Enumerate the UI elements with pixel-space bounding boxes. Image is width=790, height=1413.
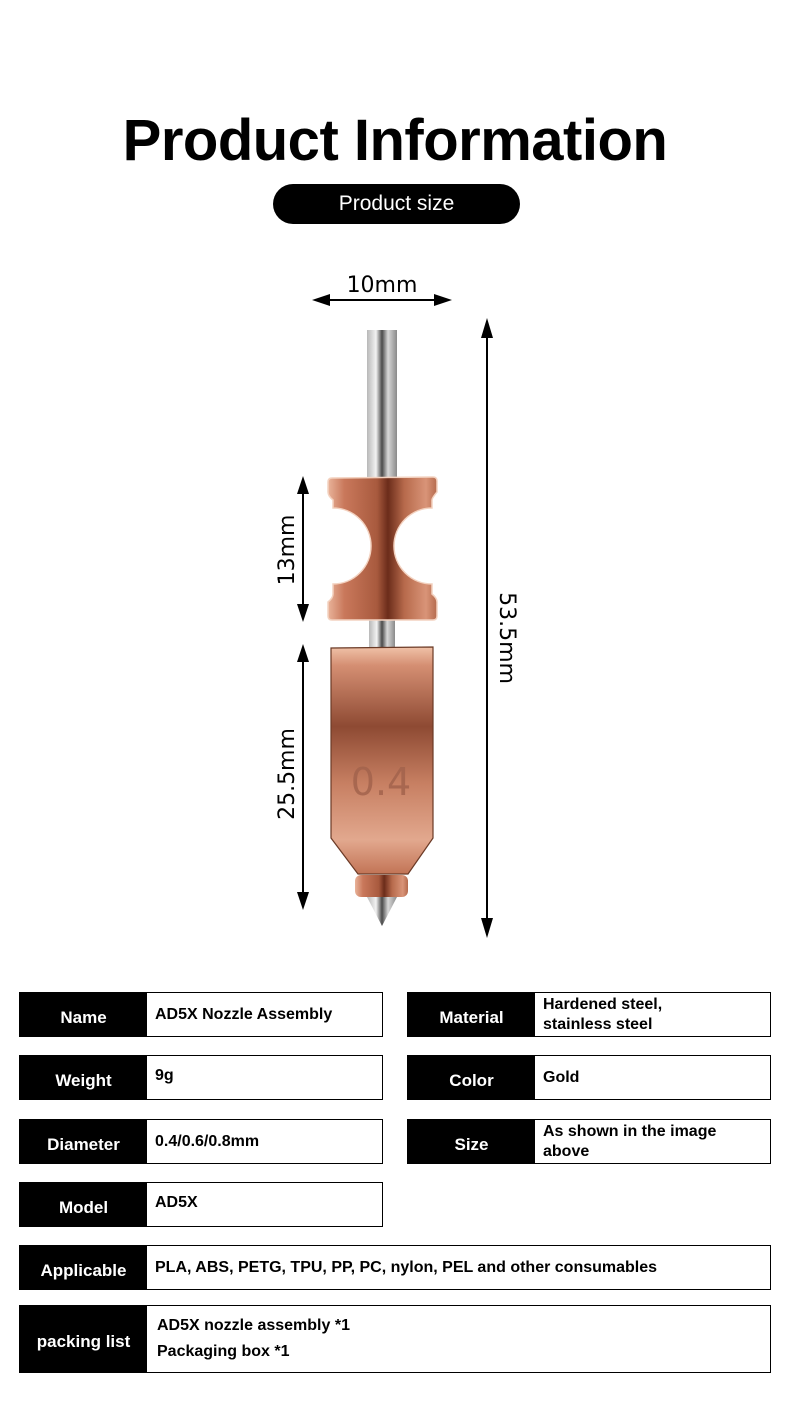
spec-row-applicable: Applicable PLA, ABS, PETG, TPU, PP, PC, … (19, 1245, 771, 1290)
spec-label: Color (408, 1056, 535, 1099)
spec-value: As shown in the image above (535, 1120, 716, 1163)
nozzle-body (330, 646, 434, 875)
page-title: Product Information (122, 108, 668, 173)
spec-label: Size (408, 1120, 535, 1163)
spec-label: Material (408, 993, 535, 1036)
spec-value: AD5X nozzle assembly *1 Packaging box *1 (147, 1306, 350, 1372)
heatsink-height-dimension-arrow (297, 476, 309, 622)
heatsink-block (327, 476, 438, 621)
spec-row-weight: Weight 9g (19, 1055, 383, 1100)
spec-value: Hardened steel, stainless steel (535, 993, 662, 1036)
spec-value-line: above (543, 1142, 590, 1160)
spec-value: Gold (543, 1068, 580, 1086)
spec-value: 0.4/0.6/0.8mm (155, 1132, 260, 1150)
spec-label: packing list (20, 1306, 147, 1372)
steel-tube (367, 330, 397, 480)
spec-row-color: Color Gold (407, 1055, 771, 1100)
spec-label: Name (20, 993, 147, 1036)
spec-value: PLA, ABS, PETG, TPU, PP, PC, nylon, PEL … (155, 1258, 658, 1276)
nozzle-diagram-svg: 10mm 53.5mm 13mm 25.5mm 0.4 (275, 273, 519, 938)
spec-row-size: Size As shown in the image above (407, 1119, 771, 1164)
width-dimension-arrow (312, 294, 452, 306)
spec-label: Applicable (20, 1246, 147, 1289)
spec-row-material: Material Hardened steel, stainless steel (407, 992, 771, 1037)
nozzle-height-dimension-arrow (297, 644, 309, 910)
packing-list-item: Packaging box *1 (157, 1343, 290, 1360)
spec-value-line: stainless steel (543, 1015, 653, 1033)
spec-value: AD5X Nozzle Assembly (155, 1005, 333, 1023)
nozzle-size-engraving: 0.4 (351, 760, 411, 804)
section-pill-product-size: Product size (273, 184, 520, 224)
nozzle-collar (355, 875, 408, 897)
spec-label: Weight (20, 1056, 147, 1099)
nozzle-height-dimension-label: 25.5mm (275, 728, 300, 820)
spec-value-line: As shown in the image (543, 1122, 717, 1140)
width-dimension-label: 10mm (347, 273, 418, 298)
spec-row-name: Name AD5X Nozzle Assembly (19, 992, 383, 1037)
packing-list-item: AD5X nozzle assembly *1 (157, 1317, 350, 1334)
spec-row-diameter: Diameter 0.4/0.6/0.8mm (19, 1119, 383, 1164)
product-size-diagram: 10mm 53.5mm 13mm 25.5mm 0.4 (0, 250, 790, 970)
spec-label: Model (20, 1183, 147, 1226)
total-height-dimension-arrow (481, 318, 493, 938)
spec-value: AD5X (155, 1194, 198, 1211)
spec-label: Diameter (20, 1120, 147, 1163)
spec-value-line: Hardened steel, (543, 995, 663, 1013)
spec-row-packing-list: packing list AD5X nozzle assembly *1 Pac… (19, 1305, 771, 1373)
total-height-dimension-label: 53.5mm (494, 592, 519, 684)
heatsink-height-dimension-label: 13mm (275, 515, 300, 586)
nozzle-tip (367, 897, 397, 926)
spec-value: 9g (155, 1067, 174, 1084)
spec-row-model: Model AD5X (19, 1182, 383, 1227)
